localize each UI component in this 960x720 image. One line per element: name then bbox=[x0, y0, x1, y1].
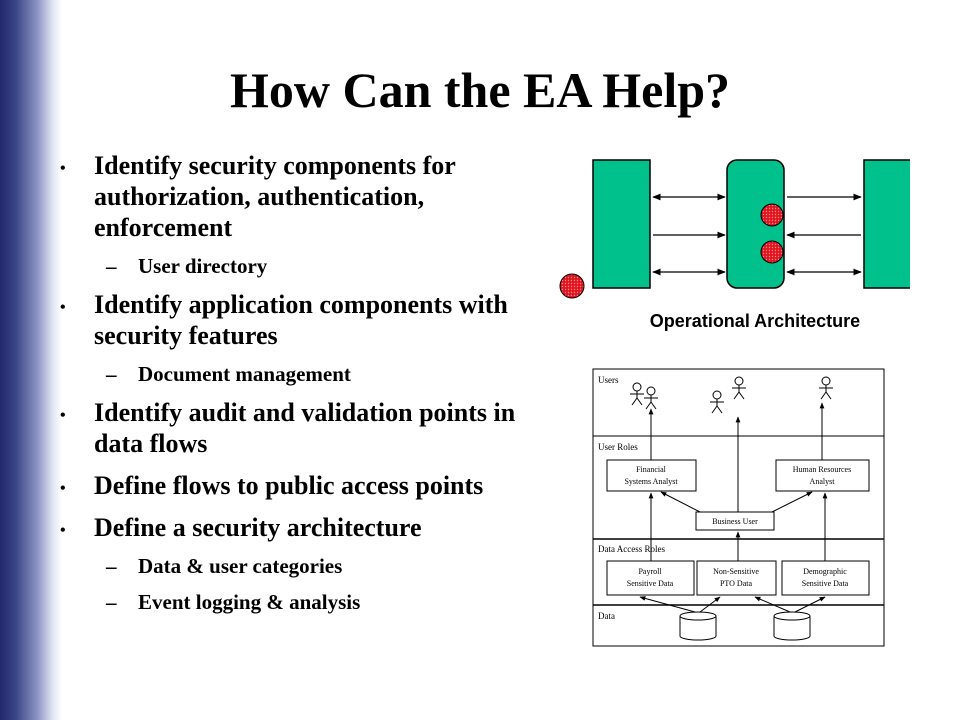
data-arrow bbox=[639, 596, 696, 613]
user-icon bbox=[644, 386, 658, 410]
lane-label-data-access-roles: Data Access Roles bbox=[598, 544, 665, 554]
bullet-item: • Identify application components with se… bbox=[58, 289, 558, 351]
bullet-marker: • bbox=[60, 480, 66, 497]
security-point-marker bbox=[559, 273, 585, 299]
data-role-box-nonsensitive bbox=[696, 560, 777, 596]
slide-sidebar-gradient bbox=[0, 0, 62, 720]
role-box-financial bbox=[606, 459, 697, 492]
user-icon bbox=[819, 376, 833, 400]
security-architecture-diagram: Users User Roles Data Access Roles Data … bbox=[592, 368, 885, 647]
lane-label-user-roles: User Roles bbox=[598, 442, 638, 452]
sub-bullet-marker: – bbox=[106, 554, 117, 578]
component-box-right bbox=[863, 159, 910, 289]
operational-architecture-caption: Operational Architecture bbox=[649, 311, 861, 331]
data-role-label: Sensitive Data bbox=[802, 579, 849, 588]
bullet-item: • Identify audit and validation points in… bbox=[58, 397, 558, 459]
bullet-text: Define flows to public access points bbox=[94, 471, 484, 500]
bullet-text: Identify application components with sec… bbox=[94, 290, 508, 350]
role-label: Systems Analyst bbox=[624, 477, 678, 486]
sub-bullet-text: Data & user categories bbox=[138, 554, 343, 578]
bullet-marker: • bbox=[60, 407, 66, 424]
access-arrow bbox=[771, 491, 813, 513]
slide-title: How Can the EA Help? bbox=[229, 62, 731, 118]
sub-bullet-text: Document management bbox=[138, 362, 351, 386]
component-box-left bbox=[592, 159, 651, 289]
data-role-box-payroll bbox=[606, 560, 695, 596]
data-role-label: Demographic bbox=[803, 567, 847, 576]
user-icon bbox=[630, 382, 644, 406]
data-role-label: PTO Data bbox=[720, 579, 753, 588]
bullet-item: • Identify security components for author… bbox=[58, 150, 558, 243]
role-box-hr bbox=[775, 459, 870, 492]
data-role-label: Payroll bbox=[638, 567, 662, 576]
data-arrow bbox=[794, 596, 826, 613]
lane-label-users: Users bbox=[598, 375, 619, 385]
bullet-text: Define a security architecture bbox=[94, 513, 422, 542]
data-arrow bbox=[754, 596, 791, 613]
sub-bullet-item: –User directory bbox=[58, 253, 558, 279]
role-label: Analyst bbox=[810, 477, 836, 486]
lane-label-data: Data bbox=[598, 611, 615, 621]
bullet-item: • Define flows to public access points bbox=[58, 470, 558, 501]
role-box-business-user bbox=[695, 511, 775, 531]
sub-bullet-item: –Event logging & analysis bbox=[58, 589, 558, 615]
sub-bullet-item: –Document management bbox=[58, 361, 558, 387]
security-point-marker bbox=[760, 203, 784, 227]
sub-bullet-marker: – bbox=[106, 362, 117, 386]
access-arrow bbox=[660, 491, 701, 513]
security-point-marker bbox=[760, 240, 784, 264]
data-role-label: Sensitive Data bbox=[627, 579, 674, 588]
sub-bullet-text: User directory bbox=[138, 254, 268, 278]
bullet-text: Identify audit and validation points in … bbox=[94, 398, 516, 458]
user-icon bbox=[732, 376, 746, 400]
user-icon bbox=[710, 390, 724, 414]
bullet-marker: • bbox=[60, 522, 66, 539]
sub-bullet-text: Event logging & analysis bbox=[138, 590, 361, 614]
bullet-text: Identify security components for authori… bbox=[94, 151, 456, 242]
data-arrow bbox=[699, 596, 721, 613]
role-label: Human Resources bbox=[793, 465, 851, 474]
sub-bullet-marker: – bbox=[106, 590, 117, 614]
database-icon bbox=[679, 611, 717, 641]
bullet-marker: • bbox=[60, 160, 66, 177]
database-icon bbox=[773, 611, 811, 641]
role-label: Business User bbox=[712, 517, 758, 526]
bullet-marker: • bbox=[60, 299, 66, 316]
sub-bullet-item: –Data & user categories bbox=[58, 553, 558, 579]
data-role-label: Non-Sensitive bbox=[713, 567, 759, 576]
sub-bullet-marker: – bbox=[106, 254, 117, 278]
role-label: Financial bbox=[636, 465, 667, 474]
bullet-item: • Define a security architecture bbox=[58, 512, 558, 543]
bullet-list: • Identify security components for author… bbox=[58, 150, 558, 615]
operational-architecture-diagram bbox=[559, 159, 910, 299]
